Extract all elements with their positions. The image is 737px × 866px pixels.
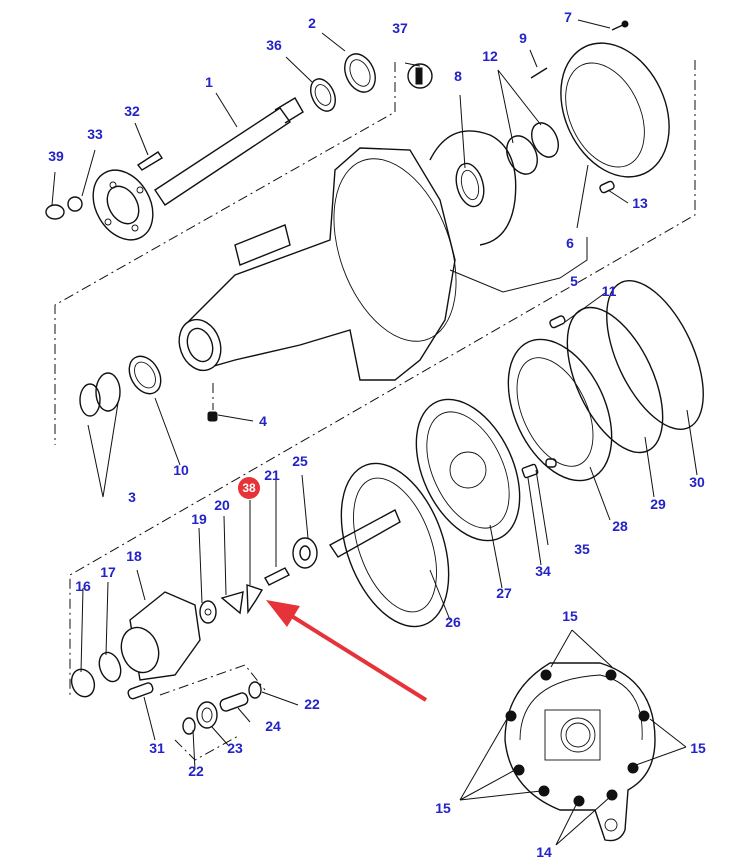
part-washer-19	[199, 600, 217, 624]
part-piston-28	[507, 338, 613, 482]
callout-20[interactable]: 20	[214, 497, 230, 513]
part-tab-38	[246, 584, 264, 615]
part-washer-39	[45, 204, 65, 220]
callout-12[interactable]: 12	[482, 48, 498, 64]
part-seal-36	[310, 78, 336, 112]
callout-7[interactable]: 7	[564, 9, 572, 25]
callout-4[interactable]: 4	[259, 413, 267, 429]
callout-33[interactable]: 33	[87, 126, 103, 142]
callout-22-right[interactable]: 22	[304, 696, 320, 712]
callout-10[interactable]: 10	[173, 462, 189, 478]
part-fitting-34	[521, 463, 539, 479]
callout-39[interactable]: 39	[48, 148, 64, 164]
callout-37[interactable]: 37	[392, 20, 408, 36]
part-pin-31	[127, 682, 154, 700]
bolt-markers	[505, 669, 650, 807]
leader-lines	[51, 19, 698, 846]
callout-11[interactable]: 11	[601, 283, 617, 299]
callout-24[interactable]: 24	[265, 718, 281, 734]
part-bearing-12	[506, 122, 559, 175]
part-axle-shaft	[92, 97, 304, 241]
callout-5[interactable]: 5	[570, 273, 578, 289]
highlight-arrow	[266, 600, 428, 702]
callout-2[interactable]: 2	[308, 15, 316, 31]
part-housing-end-view	[504, 662, 656, 842]
callout-31[interactable]: 31	[149, 740, 165, 756]
callout-23[interactable]: 23	[227, 740, 243, 756]
callout-8[interactable]: 8	[454, 68, 462, 84]
part-shaft-24	[219, 692, 249, 712]
callout-18[interactable]: 18	[126, 548, 142, 564]
part-friction-disc-27	[415, 398, 521, 542]
part-bearing-3	[79, 372, 121, 417]
callout-35[interactable]: 35	[574, 541, 590, 557]
part-axle-housing	[178, 147, 457, 381]
callout-27[interactable]: 27	[496, 585, 512, 601]
callout-13[interactable]: 13	[632, 195, 648, 211]
callout-26[interactable]: 26	[445, 614, 461, 630]
callout-34[interactable]: 34	[535, 563, 551, 579]
callout-25[interactable]: 25	[292, 453, 308, 469]
callout-22-bottom[interactable]: 22	[188, 763, 204, 779]
part-plate-26	[340, 462, 450, 628]
part-ring-16	[70, 668, 96, 698]
part-seal-8	[455, 162, 485, 208]
part-seal-35	[545, 458, 557, 468]
part-pin-11	[549, 315, 566, 329]
callout-19[interactable]: 19	[191, 511, 207, 527]
callout-3[interactable]: 3	[128, 489, 136, 505]
callout-1[interactable]: 1	[205, 74, 213, 90]
part-shaft-gear-25	[292, 509, 401, 569]
part-seal-2	[344, 53, 376, 93]
part-ring-30	[606, 280, 704, 430]
callout-36[interactable]: 36	[266, 37, 282, 53]
callout-6[interactable]: 6	[566, 235, 574, 251]
part-hub-18	[120, 591, 201, 681]
group-outline-top	[54, 62, 396, 445]
part-bolt-21	[264, 567, 290, 586]
callout-29[interactable]: 29	[650, 496, 666, 512]
part-plug-4	[207, 383, 218, 422]
part-gear-23	[196, 701, 218, 729]
callout-32[interactable]: 32	[124, 103, 140, 119]
part-detail-37	[407, 63, 433, 89]
part-ring-gear-6	[560, 42, 670, 178]
callout-17[interactable]: 17	[100, 564, 116, 580]
callout-21[interactable]: 21	[264, 467, 280, 483]
callout-15-top[interactable]: 15	[562, 608, 578, 624]
part-tab-20	[220, 591, 244, 615]
callout-15-right[interactable]: 15	[690, 740, 706, 756]
callout-38-highlighted-badge[interactable]: 38	[238, 477, 260, 499]
callout-9[interactable]: 9	[519, 30, 527, 46]
callout-30[interactable]: 30	[689, 474, 705, 490]
callout-16[interactable]: 16	[75, 578, 91, 594]
group-outline-pins	[159, 664, 266, 761]
part-circlip-17	[98, 651, 122, 683]
part-bolt-32	[136, 151, 163, 171]
callout-14[interactable]: 14	[536, 844, 552, 860]
part-pin-9	[530, 67, 548, 79]
part-race-10	[128, 355, 162, 395]
callout-28[interactable]: 28	[612, 518, 628, 534]
part-pin-13	[599, 180, 615, 194]
part-snap-ring	[429, 130, 517, 246]
part-ring-22b	[182, 717, 196, 735]
part-screw-7	[611, 20, 629, 31]
callout-15-left[interactable]: 15	[435, 800, 451, 816]
group-outline-bottom	[69, 60, 696, 695]
part-ring-22a	[248, 681, 262, 699]
part-ring-29	[566, 306, 664, 454]
part-nut-33	[67, 196, 83, 212]
